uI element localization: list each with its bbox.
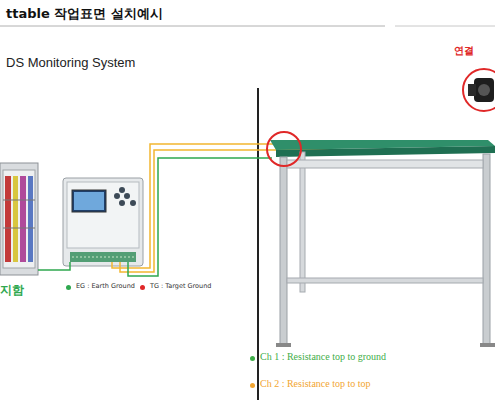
electrical-cabinet-part [0, 163, 38, 275]
legend-swatch [250, 356, 255, 361]
legend-text: EG : Earth Ground [76, 282, 135, 290]
monitor-device-part [124, 193, 130, 199]
ground-wire [38, 262, 70, 270]
electrical-cabinet-part [5, 176, 11, 262]
monitor-device-part [130, 200, 136, 206]
electrical-cabinet-part [3, 228, 35, 229]
header-rule-part [0, 26, 385, 27]
monitor-device [63, 178, 143, 266]
worktable-part [287, 160, 483, 168]
electrical-cabinet-part [13, 176, 18, 262]
page-title: ttable 작업표면 설치예시 [6, 5, 163, 23]
ground-wire-part [38, 262, 70, 270]
worktable-part [480, 343, 495, 347]
monitor-device-part [70, 252, 136, 262]
electrical-cabinet-part [3, 200, 35, 201]
worktable-part [287, 278, 483, 283]
monitor-device-part [119, 187, 125, 193]
monitor-device-part [63, 178, 143, 266]
connector-photo [468, 78, 494, 102]
worktable-part [483, 154, 490, 345]
connector-photo-part [468, 84, 476, 96]
worktable-part [300, 152, 305, 292]
channel-wires-part [128, 158, 272, 276]
legend-text: Ch 2 : Resistance top to top [260, 378, 371, 389]
highlight-circle [267, 132, 301, 166]
connector-photo-part [474, 78, 494, 102]
electrical-cabinet-part [20, 176, 26, 262]
legend-swatch [140, 285, 145, 290]
legend-swatch [250, 383, 255, 388]
legend-text: Ch 1 : Resistance top to ground [260, 351, 386, 362]
legend-swatch [66, 285, 71, 290]
worktable [270, 140, 495, 347]
worktable-part [276, 343, 291, 347]
monitor-device-part [67, 182, 139, 248]
electrical-cabinet-part [3, 170, 35, 268]
divider-line-part [257, 88, 259, 400]
electrical-cabinet-part [28, 176, 33, 262]
cabinet-box: 지함 [0, 163, 38, 275]
connector-circle: 연결 [462, 68, 495, 112]
header-rule-part [395, 26, 495, 27]
monitor-device-part [72, 190, 106, 212]
worktable-part [280, 157, 287, 345]
node-label: 연결 [454, 44, 474, 58]
divider-line [258, 88, 259, 400]
electrical-cabinet [0, 163, 38, 275]
monitor-device-part [114, 193, 120, 199]
node-label: 지함 [0, 282, 24, 299]
monitor-device-part [74, 192, 104, 210]
legend-text: TG : Target Ground [150, 282, 211, 290]
connector-photo-part [478, 84, 490, 96]
header-rule [0, 26, 495, 27]
monitor-device-part [119, 200, 125, 206]
worktable-part [276, 146, 495, 157]
subtitle-label: DS Monitoring System [6, 55, 135, 70]
monitor-device-part [72, 257, 134, 258]
highlight-circle-part [267, 132, 301, 166]
